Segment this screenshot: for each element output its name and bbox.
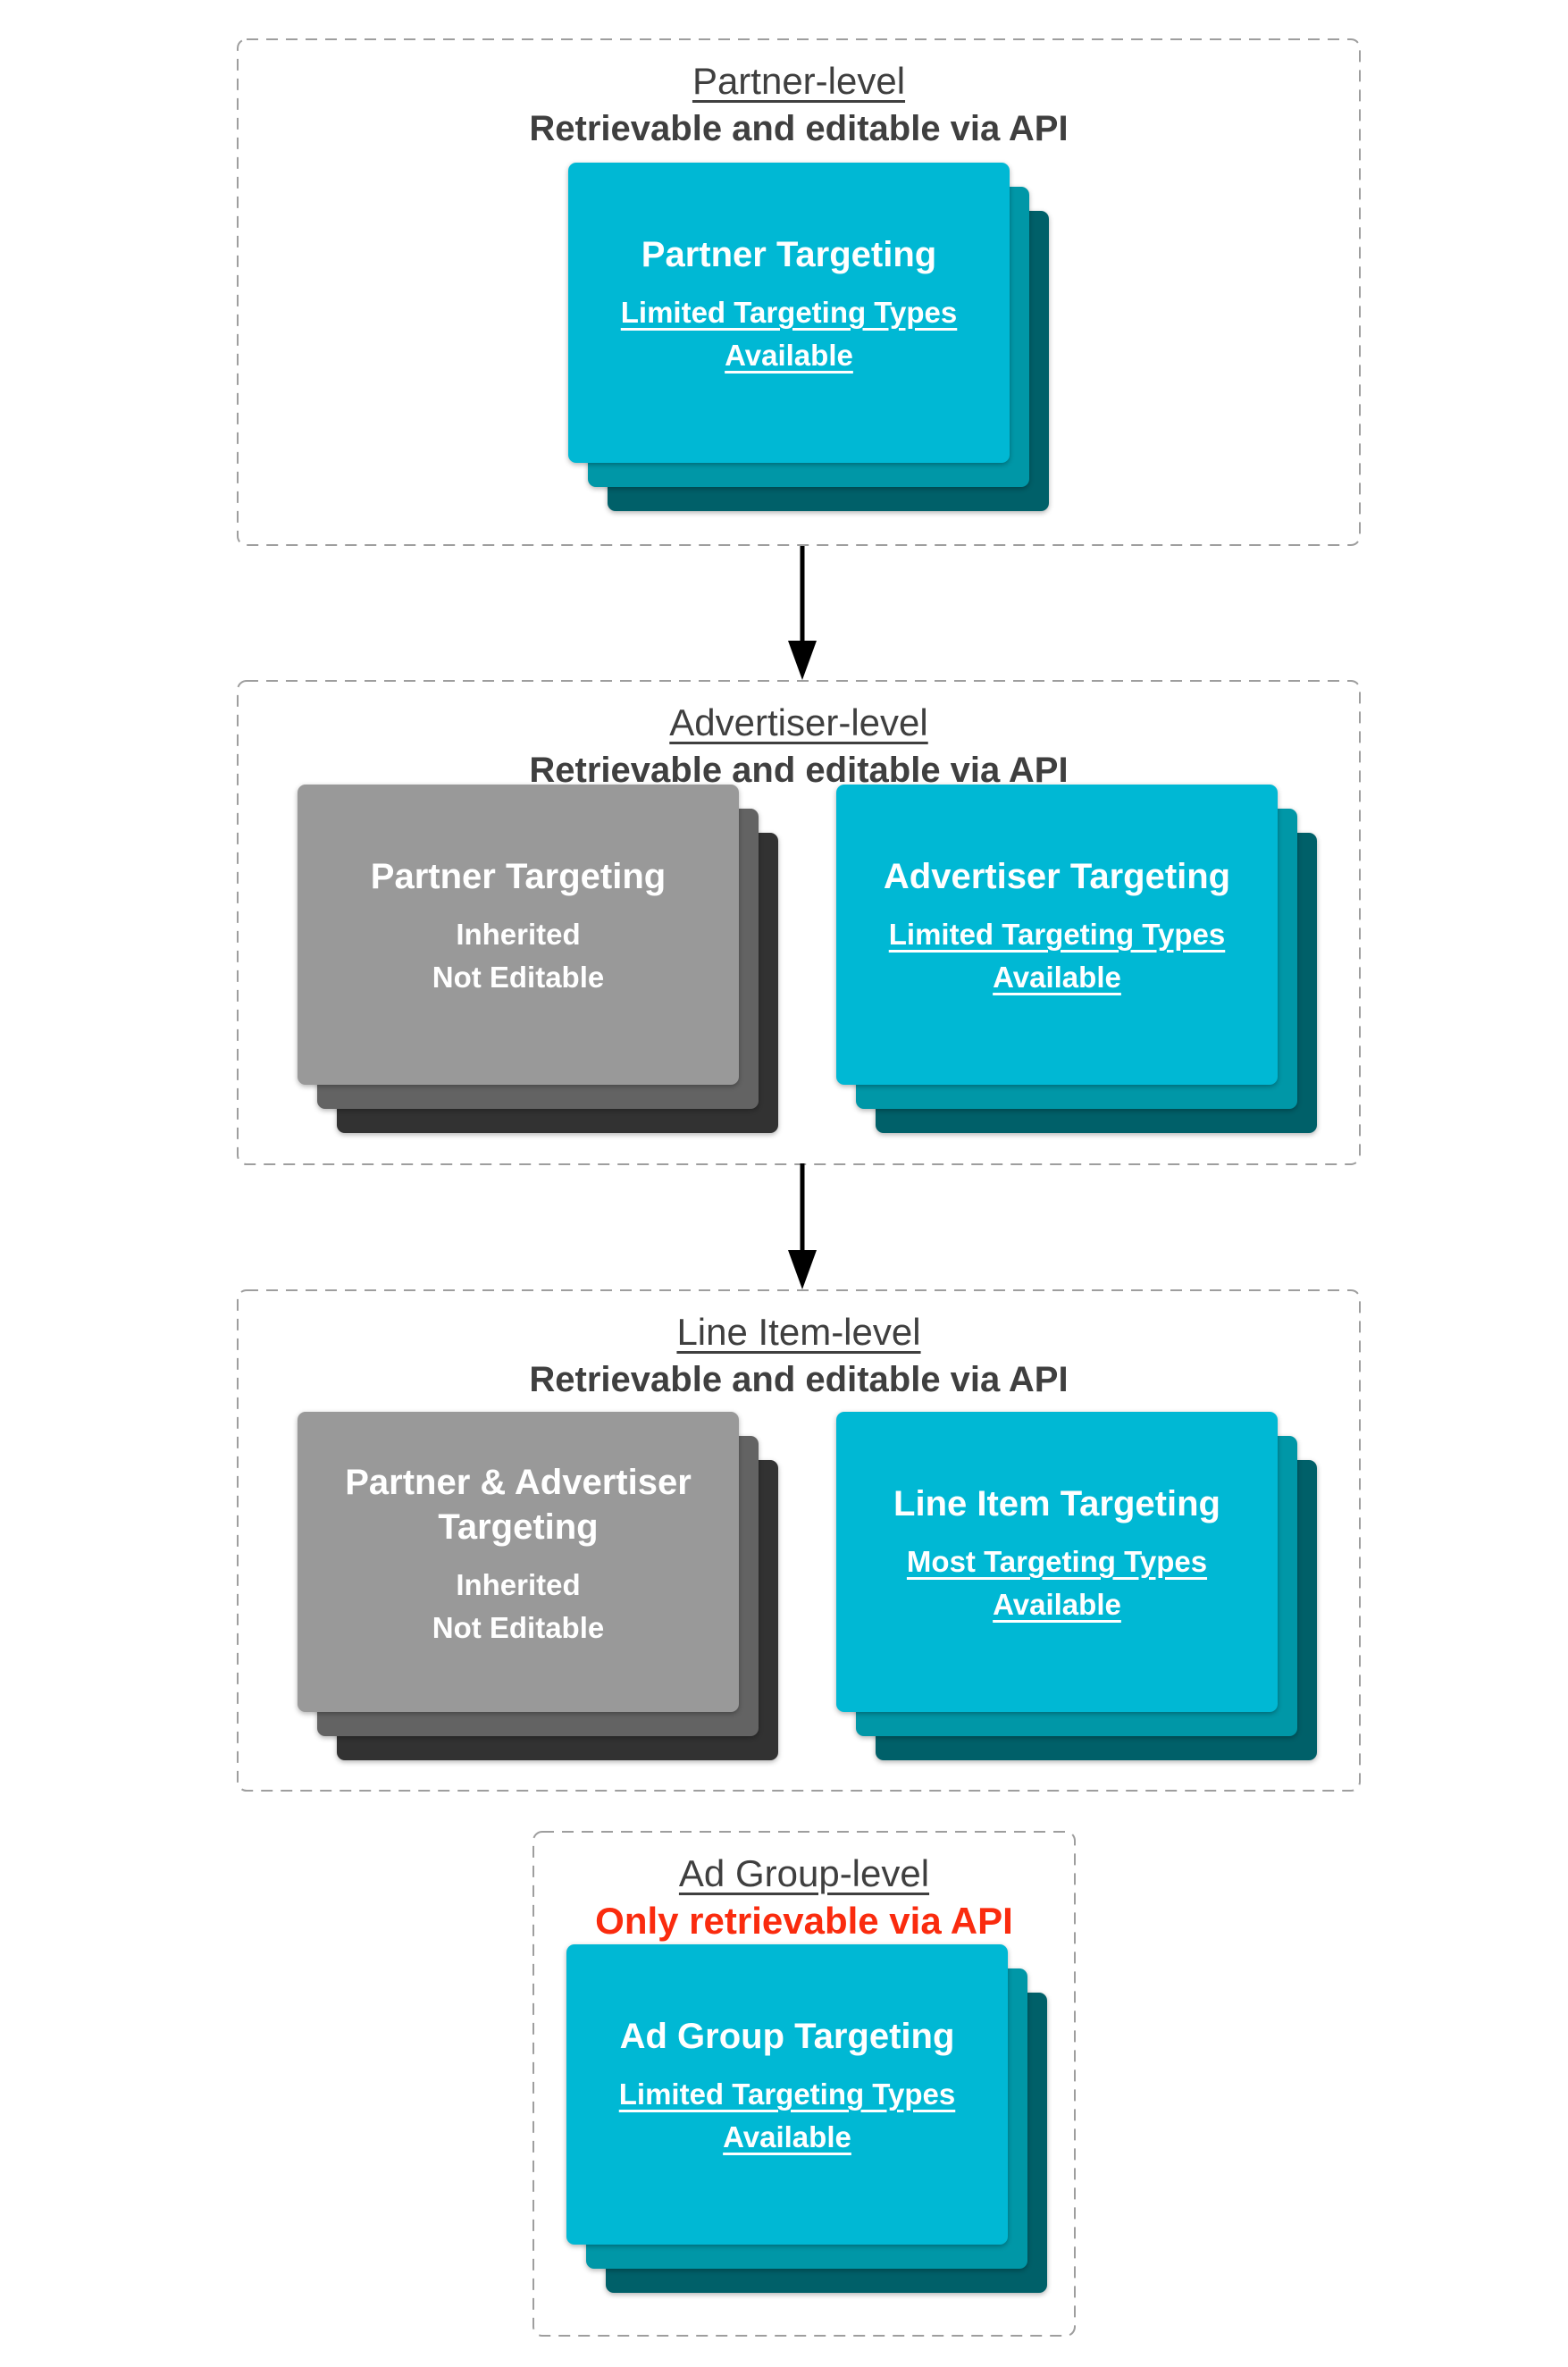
section-title: Advertiser-level — [669, 701, 928, 743]
card-title: Ad Group Targeting — [619, 2017, 955, 2056]
section-ad-group-level: Ad Group-level Only retrievable via API — [532, 1831, 1076, 2337]
dashed-border — [532, 1831, 1076, 2337]
section-header: Ad Group-level Only retrievable via API — [532, 1831, 1076, 1945]
dashed-border — [237, 38, 1361, 546]
card-stack-line-item-targeting: Line Item Targeting Most Targeting Types… — [836, 1412, 1317, 1760]
card-line-item-targeting: Line Item Targeting Most Targeting Types… — [836, 1412, 1278, 1712]
section-subtitle: Retrievable and editable via API — [529, 1360, 1069, 1399]
card-partner-targeting: Partner Targeting Limited Targeting Type… — [568, 163, 1010, 463]
card-inherited-partner-advertiser-targeting: Partner & Advertiser Targeting Inherited… — [298, 1412, 739, 1712]
dashed-border — [237, 680, 1361, 1165]
card-stack-inherited-partner-advertiser-targeting: Partner & Advertiser Targeting Inherited… — [298, 1412, 778, 1760]
card-inherited-partner-targeting: Partner Targeting Inherited Not Editable — [298, 785, 739, 1085]
section-header: Partner-level Retrievable and editable v… — [237, 38, 1361, 153]
card-subtitle: Limited Targeting Types Available — [888, 918, 1226, 994]
card-title: Partner & Advertiser Targeting — [345, 1463, 692, 1547]
card-stack-partner-targeting: Partner Targeting Limited Targeting Type… — [568, 163, 1049, 511]
card-ad-group-targeting: Ad Group Targeting Limited Targeting Typ… — [566, 1944, 1008, 2245]
section-subtitle: Retrievable and editable via API — [529, 109, 1069, 148]
section-header: Line Item-level Retrievable and editable… — [237, 1289, 1361, 1404]
card-subtitle: Most Targeting Types Available — [906, 1545, 1208, 1621]
section-header: Advertiser-level Retrievable and editabl… — [237, 680, 1361, 794]
flow-arrow-down-icon — [788, 1163, 817, 1289]
card-subtitle: Limited Targeting Types Available — [618, 2077, 956, 2153]
card-stack-advertiser-targeting: Advertiser Targeting Limited Targeting T… — [836, 785, 1317, 1133]
section-advertiser-level: Advertiser-level Retrievable and editabl… — [237, 680, 1361, 1165]
section-partner-level: Partner-level Retrievable and editable v… — [237, 38, 1361, 546]
section-subtitle: Retrievable and editable via API — [529, 751, 1069, 790]
dashed-border — [237, 1289, 1361, 1792]
card-title: Partner Targeting — [641, 235, 937, 274]
card-title: Advertiser Targeting — [883, 857, 1231, 896]
section-title: Line Item-level — [676, 1311, 921, 1353]
card-title: Partner Targeting — [370, 857, 667, 896]
card-subtitle: Limited Targeting Types Available — [620, 296, 958, 372]
section-subtitle: Only retrievable via API — [595, 1900, 1013, 1942]
card-subtitle: Inherited Not Editable — [432, 918, 605, 994]
flow-arrow-down-icon — [788, 546, 817, 680]
card-stack-ad-group-targeting: Ad Group Targeting Limited Targeting Typ… — [566, 1944, 1047, 2293]
card-advertiser-targeting: Advertiser Targeting Limited Targeting T… — [836, 785, 1278, 1085]
section-line-item-level: Line Item-level Retrievable and editable… — [237, 1289, 1361, 1792]
card-stack-inherited-partner-targeting: Partner Targeting Inherited Not Editable — [298, 785, 778, 1133]
section-title: Partner-level — [692, 60, 906, 102]
card-title: Line Item Targeting — [893, 1484, 1220, 1523]
section-title: Ad Group-level — [678, 1852, 930, 1894]
card-subtitle: Inherited Not Editable — [432, 1568, 605, 1644]
